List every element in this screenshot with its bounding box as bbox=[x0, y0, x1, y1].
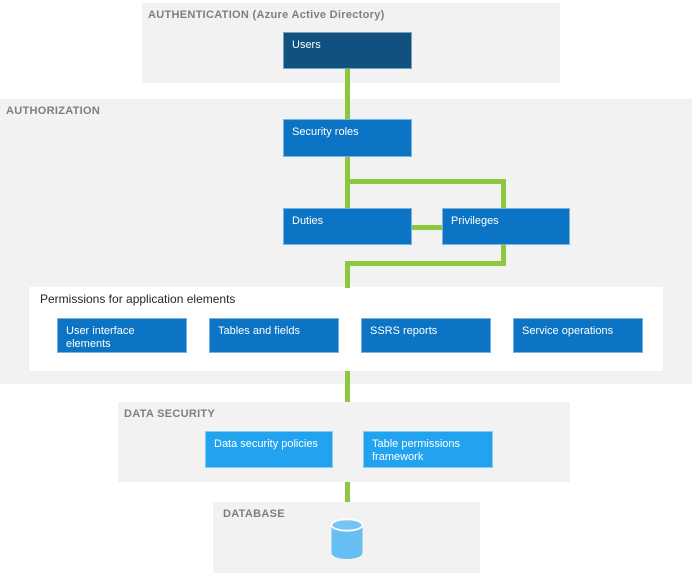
node-privileges: Privileges bbox=[442, 208, 570, 245]
node-security-roles: Security roles bbox=[283, 119, 412, 157]
node-users: Users bbox=[283, 32, 412, 69]
node-duties: Duties bbox=[283, 208, 412, 245]
connector-branch-horizontal-top bbox=[345, 179, 506, 184]
connector-data-security-to-database bbox=[345, 482, 350, 502]
authorization-band-label: AUTHORIZATION bbox=[6, 105, 101, 117]
database-band: DATABASE bbox=[213, 502, 480, 573]
node-tables-and-fields: Tables and fields bbox=[209, 318, 339, 353]
database-band-label: DATABASE bbox=[223, 508, 285, 520]
node-service-operations: Service operations bbox=[513, 318, 643, 353]
authentication-band-label: AUTHENTICATION (Azure Active Directory) bbox=[148, 9, 385, 21]
database-icon bbox=[330, 518, 364, 565]
connector-privileges-down bbox=[501, 245, 506, 266]
permissions-panel: Permissions for application elements Use… bbox=[29, 287, 663, 371]
data-security-band: DATA SECURITY bbox=[118, 402, 570, 482]
node-user-interface-elements: User interface elements bbox=[57, 318, 187, 353]
node-data-security-policies: Data security policies bbox=[205, 431, 333, 468]
connector-duties-privileges bbox=[412, 225, 442, 230]
permissions-panel-title: Permissions for application elements bbox=[40, 292, 236, 306]
connector-users-to-security-roles bbox=[345, 67, 350, 120]
connector-branch-horizontal-bottom bbox=[345, 261, 506, 266]
connector-branch-to-privileges bbox=[501, 179, 506, 209]
authentication-band: AUTHENTICATION (Azure Active Directory) bbox=[142, 3, 560, 83]
connector-to-permissions-panel bbox=[345, 261, 350, 288]
node-ssrs-reports: SSRS reports bbox=[361, 318, 491, 353]
data-security-band-label: DATA SECURITY bbox=[124, 408, 216, 420]
connector-permissions-to-data-security bbox=[345, 371, 350, 402]
node-table-permissions-framework: Table permissions framework bbox=[363, 431, 493, 468]
